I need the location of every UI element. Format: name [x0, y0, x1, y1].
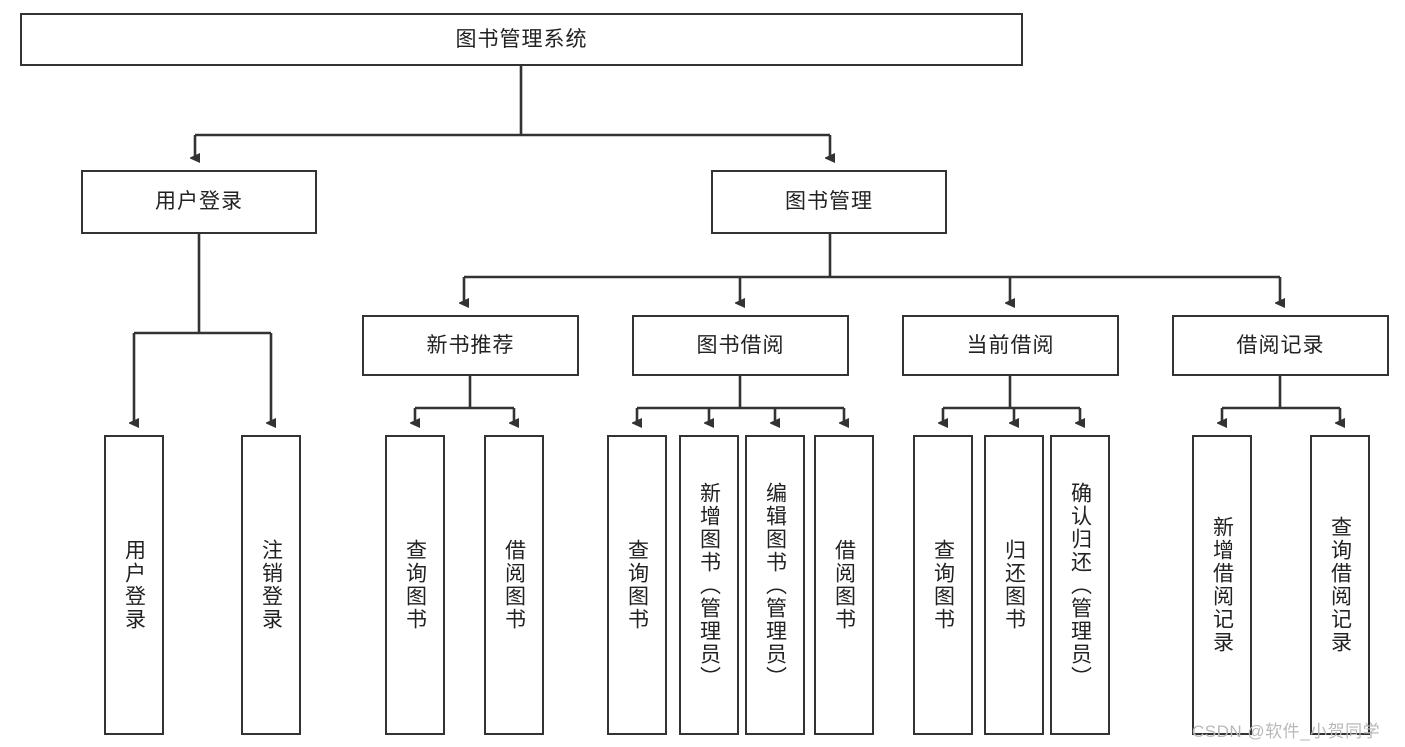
leaf-query-book-borrow[interactable]: 查询图书	[607, 435, 667, 735]
node-new-book-recommend[interactable]: 新书推荐	[362, 315, 579, 376]
node-label: 查询图书	[403, 539, 427, 631]
node-root-library-system[interactable]: 图书管理系统	[20, 13, 1023, 66]
node-label: 借阅图书	[502, 539, 526, 631]
node-label: 用户登录	[155, 190, 243, 214]
leaf-user-login[interactable]: 用户登录	[104, 435, 164, 735]
node-label: 借阅图书	[832, 539, 856, 631]
node-borrow-record[interactable]: 借阅记录	[1172, 315, 1389, 376]
node-label: 查询借阅记录	[1328, 516, 1352, 654]
csdn-watermark: CSDN @软件_小贺同学	[1192, 722, 1381, 741]
leaf-add-book-admin[interactable]: 新增图书（管理员）	[679, 435, 739, 735]
node-label: 图书借阅	[696, 333, 785, 357]
node-label: 编辑图书（管理员）	[763, 481, 787, 689]
node-label: 用户登录	[122, 539, 146, 631]
node-current-borrow[interactable]: 当前借阅	[902, 315, 1119, 376]
leaf-query-borrow-record[interactable]: 查询借阅记录	[1310, 435, 1370, 735]
node-user-login[interactable]: 用户登录	[81, 170, 317, 234]
node-label: 新增图书（管理员）	[697, 481, 721, 689]
node-label: 图书管理	[785, 190, 873, 214]
leaf-borrow-book-recommend[interactable]: 借阅图书	[484, 435, 544, 735]
node-book-borrow[interactable]: 图书借阅	[632, 315, 849, 376]
node-label: 借阅记录	[1236, 333, 1325, 357]
leaf-user-logout[interactable]: 注销登录	[241, 435, 301, 735]
node-label: 图书管理系统	[455, 27, 588, 51]
node-book-management[interactable]: 图书管理	[711, 170, 947, 234]
leaf-add-borrow-record[interactable]: 新增借阅记录	[1192, 435, 1252, 735]
node-label: 当前借阅	[966, 333, 1055, 357]
node-label: 确认归还（管理员）	[1068, 481, 1092, 689]
node-label: 查询图书	[931, 539, 955, 631]
node-label: 注销登录	[259, 539, 283, 631]
leaf-confirm-return-admin[interactable]: 确认归还（管理员）	[1050, 435, 1110, 735]
node-label: 新书推荐	[426, 333, 515, 357]
leaf-query-book-current[interactable]: 查询图书	[913, 435, 973, 735]
leaf-borrow-book[interactable]: 借阅图书	[814, 435, 874, 735]
node-label: 新增借阅记录	[1210, 516, 1234, 654]
node-label: 归还图书	[1002, 539, 1026, 631]
leaf-return-book[interactable]: 归还图书	[984, 435, 1044, 735]
node-label: 查询图书	[625, 539, 649, 631]
leaf-query-book-recommend[interactable]: 查询图书	[385, 435, 445, 735]
leaf-edit-book-admin[interactable]: 编辑图书（管理员）	[745, 435, 805, 735]
